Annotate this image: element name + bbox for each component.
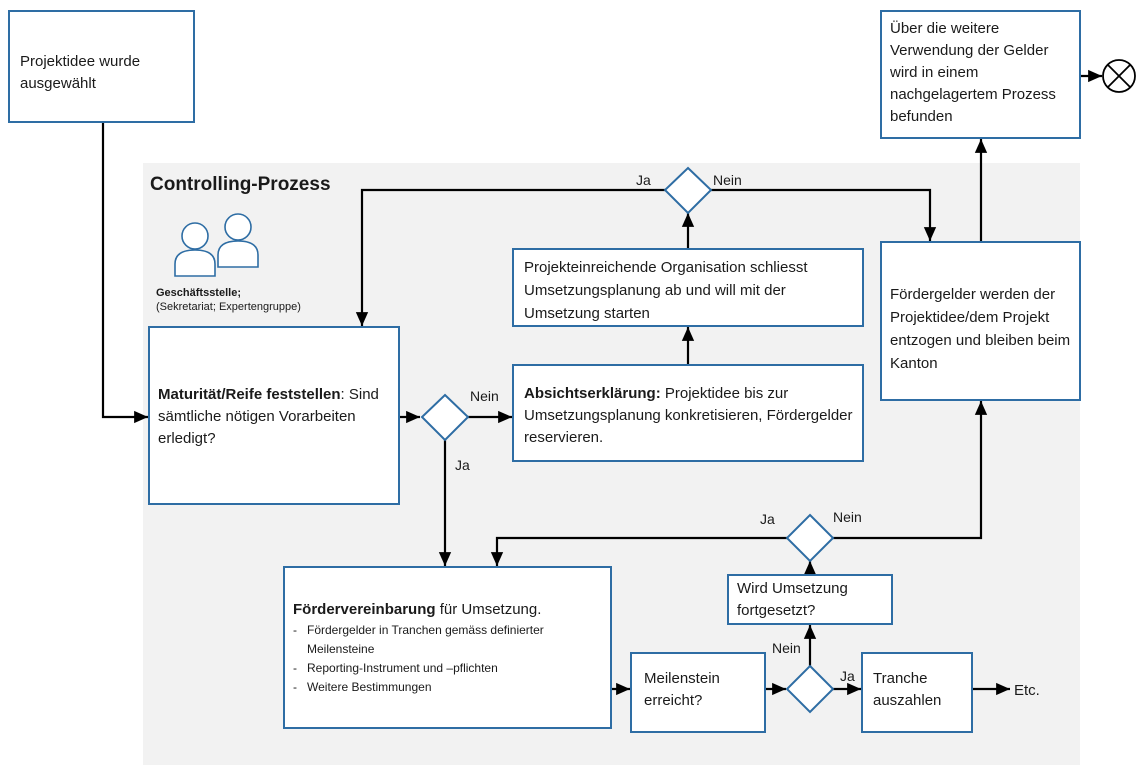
- tranche-node: Tranche auszahlen: [861, 652, 973, 733]
- actor-subtitle: (Sekretariat; Expertengruppe): [156, 301, 301, 313]
- label-ja-top: Ja: [636, 172, 651, 188]
- withdraw-node: Fördergelder werden der Projektidee/dem …: [880, 241, 1081, 401]
- continue-node: Wird Umsetzung fortgesetzt?: [727, 574, 893, 625]
- decision-milestone: [785, 664, 835, 714]
- intent-bold: Absichtserklärung:: [524, 385, 661, 402]
- label-etc: Etc.: [1014, 682, 1040, 699]
- end-terminator-icon: [1102, 59, 1136, 93]
- label-ja-d1: Ja: [455, 457, 470, 473]
- list-item: Weitere Bestimmungen: [293, 678, 602, 697]
- label-ja-d4: Ja: [840, 668, 855, 684]
- label-nein-d4: Nein: [772, 640, 801, 656]
- maturity-bold: Maturität/Reife feststellen: [158, 386, 341, 403]
- list-item: Reporting-Instrument und –pflichten: [293, 659, 602, 678]
- label-ja-d3: Ja: [760, 511, 775, 527]
- end-node: Über die weitere Verwendung der Gelder w…: [880, 10, 1081, 139]
- decision-continue: [785, 513, 835, 563]
- label-nein-d1: Nein: [470, 388, 499, 404]
- decision-maturity: [420, 393, 470, 442]
- milestone-node: Meilenstein erreicht?: [630, 652, 766, 733]
- list-item: Fördergelder in Tranchen gemäss definier…: [293, 621, 602, 659]
- agreement-bold: Fördervereinbarung: [293, 601, 436, 618]
- process-title: Controlling-Prozess: [150, 174, 331, 195]
- label-nein-top: Nein: [713, 172, 742, 188]
- actor-title: Geschäftsstelle;: [156, 287, 241, 299]
- people-icon: [174, 213, 259, 277]
- org-node: Projekteinreichende Organisation schlies…: [512, 248, 864, 327]
- agreement-list: Fördergelder in Tranchen gemäss definier…: [293, 621, 602, 697]
- label-nein-d3: Nein: [833, 509, 862, 525]
- maturity-node: Maturität/Reife feststellen: Sind sämtli…: [148, 326, 400, 505]
- intent-node: Absichtserklärung: Projektidee bis zur U…: [512, 364, 864, 462]
- start-node: Projektidee wurde ausgewählt: [8, 10, 195, 123]
- agreement-node: Fördervereinbarung für Umsetzung. Förder…: [283, 566, 612, 729]
- decision-continue-org: [663, 166, 713, 215]
